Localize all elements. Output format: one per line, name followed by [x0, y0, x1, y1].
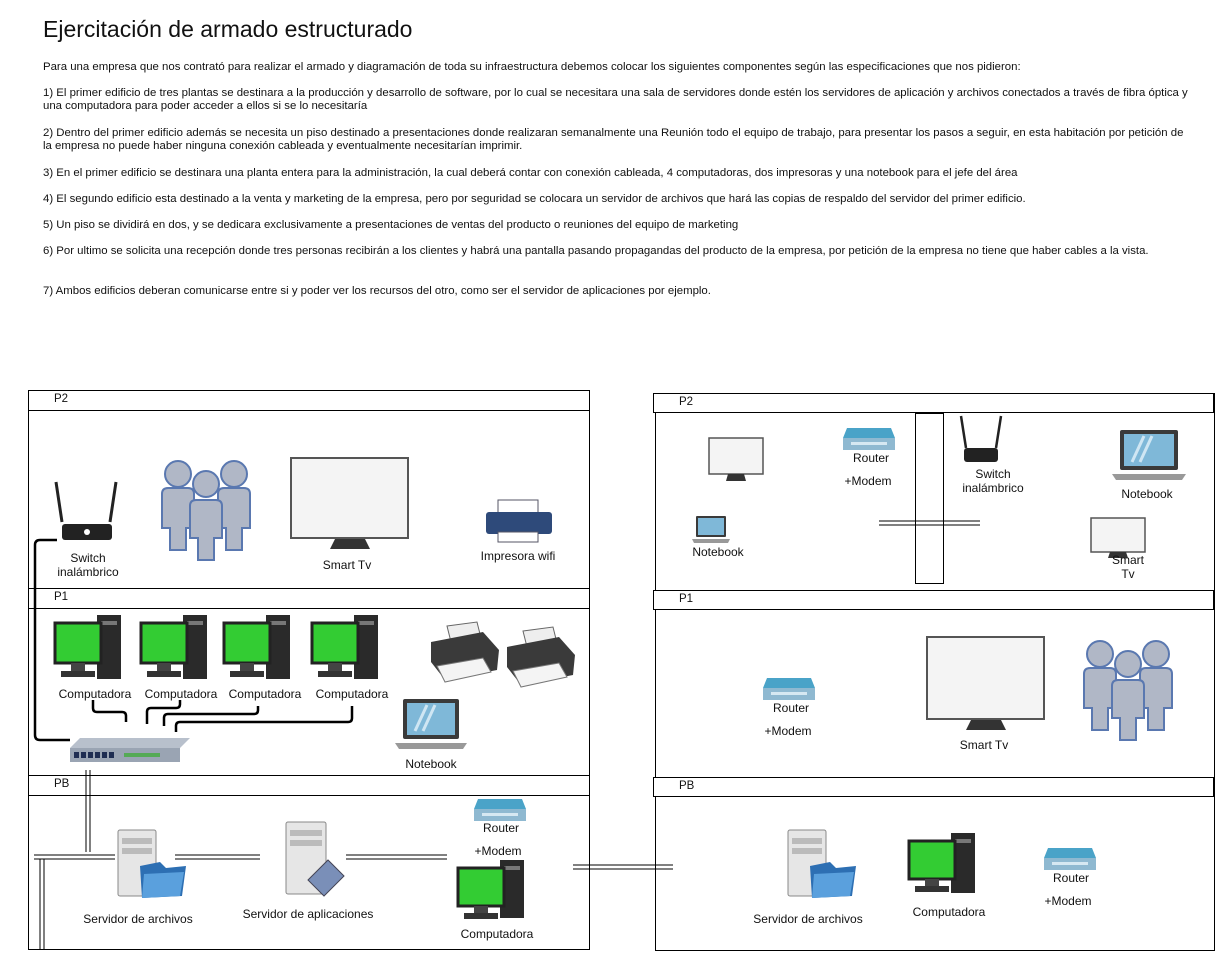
computer-icon — [139, 615, 207, 679]
requirement-7: 7) Ambos edificios deberan comunicarse e… — [43, 285, 711, 297]
printer-icon — [431, 621, 499, 683]
b2-pb-router-label: Router — [1052, 871, 1090, 885]
wireless-switch-icon — [959, 415, 1003, 462]
router-icon — [1044, 848, 1096, 870]
b1-computer-3-label: Computadora — [228, 687, 302, 701]
b1-floor-pb-label: PB — [54, 778, 70, 790]
requirement-6: 6) Por ultimo se solicita una recepción … — [43, 245, 1149, 257]
wireless-switch-icon — [54, 481, 118, 540]
b1-modem-label: +Modem — [474, 844, 522, 858]
b2-floor-pb-header: PB — [653, 777, 1214, 797]
smart-tv-icon — [926, 636, 1045, 730]
computer-icon — [456, 860, 524, 919]
b2-p2-router-label: Router — [852, 451, 890, 465]
router-icon — [843, 428, 895, 450]
b1-floor-pb-header: PB — [28, 775, 590, 796]
notebook-icon — [692, 516, 730, 543]
page-title: Ejercitación de armado estructurado — [43, 16, 413, 42]
b2-notebook-small-label: Notebook — [692, 545, 744, 559]
b2-floor-pb-label: PB — [679, 780, 695, 792]
b2-p2-modem-label: +Modem — [844, 474, 892, 488]
b2-smart-tv-small-label: Smart Tv — [1111, 553, 1144, 581]
b2-p1-router-label: Router — [772, 701, 810, 715]
b2-p1-modem-label: +Modem — [764, 724, 812, 738]
requirement-3: 3) En el primer edificio se destinara un… — [43, 167, 1018, 179]
b2-partition-wall — [915, 413, 944, 584]
b2-file-server-label: Servidor de archivos — [753, 912, 863, 926]
b1-floor-p1-header: P1 — [28, 588, 590, 609]
b2-floor-p1-header: P1 — [653, 590, 1214, 610]
people-group-icon — [161, 460, 251, 561]
b2-floor-p1-label: P1 — [679, 593, 694, 605]
b1-computer-4-label: Computadora — [315, 687, 389, 701]
printer-icon — [486, 499, 552, 543]
b1-pb-computer-label: Computadora — [460, 927, 534, 941]
b1-file-server-label: Servidor de archivos — [83, 912, 193, 926]
network-switch-icon — [70, 738, 190, 762]
notebook-icon — [395, 699, 467, 749]
router-icon — [763, 678, 815, 700]
computer-icon — [310, 615, 378, 679]
people-group-icon — [1083, 640, 1173, 741]
notebook-icon — [1112, 430, 1186, 480]
b2-computer-label: Computadora — [912, 905, 986, 919]
b2-notebook-label: Notebook — [1121, 487, 1173, 501]
requirement-1: 1) El primer edificio de tres plantas se… — [43, 87, 1188, 112]
file-server-icon — [117, 829, 186, 898]
requirement-4: 4) El segundo edificio esta destinado a … — [43, 193, 1026, 205]
smart-tv-icon — [1090, 517, 1146, 558]
b1-floor-p2-header: P2 — [28, 390, 590, 411]
b2-switch-label: Switch inalámbrico — [962, 467, 1024, 495]
file-server-icon — [787, 829, 856, 898]
requirement-5: 5) Un piso se dividirá en dos, y se dedi… — [43, 219, 739, 231]
b1-switch-label: Switch inalámbrico — [57, 551, 119, 579]
intro-text: Para una empresa que nos contrató para r… — [43, 61, 1021, 73]
computer-icon — [907, 833, 975, 893]
smart-tv-icon — [290, 457, 409, 549]
b1-app-server-label: Servidor de aplicaciones — [242, 907, 374, 921]
router-icon — [474, 799, 526, 821]
printer-icon — [507, 626, 575, 688]
smart-tv-icon — [708, 437, 764, 481]
b1-floor-p2-label: P2 — [54, 393, 69, 405]
b1-smart-tv-label: Smart Tv — [322, 558, 372, 572]
b1-floor-p1-label: P1 — [54, 591, 69, 603]
b1-computer-2-label: Computadora — [144, 687, 218, 701]
requirement-2: 2) Dentro del primer edificio además se … — [43, 127, 1184, 152]
b1-printer-label: Impresora wifi — [480, 549, 556, 563]
b1-router-label: Router — [482, 821, 520, 835]
b2-smart-tv-label: Smart Tv — [959, 738, 1009, 752]
computer-icon — [53, 615, 121, 679]
b2-floor-p2-header: P2 — [653, 393, 1214, 413]
b1-notebook-label: Notebook — [405, 757, 457, 771]
b2-floor-p2-label: P2 — [679, 396, 694, 408]
b1-computer-1-label: Computadora — [58, 687, 132, 701]
app-server-icon — [285, 821, 345, 897]
b2-pb-modem-label: +Modem — [1044, 894, 1092, 908]
computer-icon — [222, 615, 290, 679]
